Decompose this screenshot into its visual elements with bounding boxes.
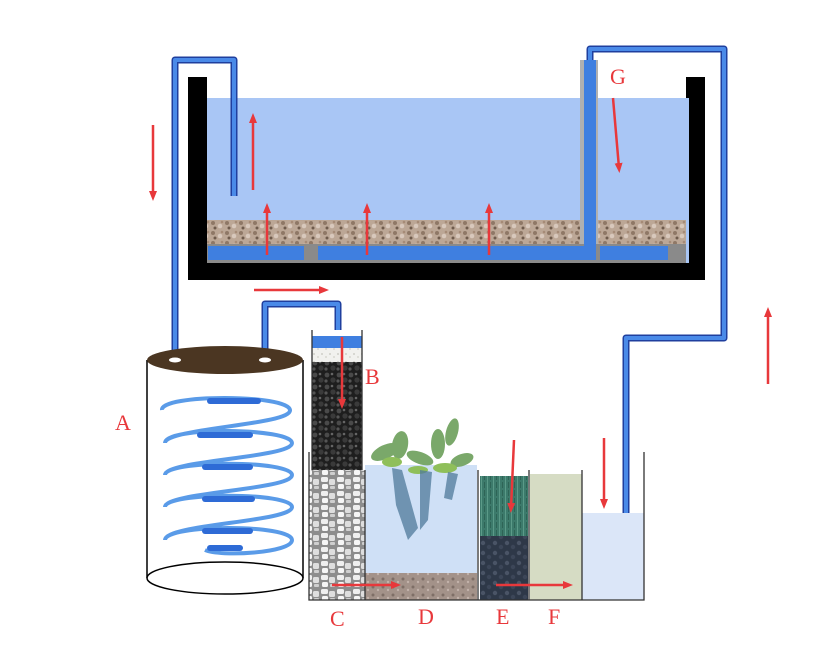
- cylinder-bottom: [146, 561, 304, 595]
- filter-sump-system: [308, 330, 645, 601]
- plant-icon: [371, 418, 474, 540]
- plant-bed-d-sediment: [365, 573, 477, 600]
- filter-b-sand: [312, 348, 362, 362]
- cylinder-body: [146, 360, 304, 578]
- filter-b-outline: [311, 330, 363, 470]
- label-f: F: [548, 604, 560, 629]
- filter-b-water: [312, 336, 362, 348]
- standpipe-g: [584, 60, 596, 260]
- filter-f-media: [530, 474, 582, 600]
- label-e: E: [496, 604, 509, 629]
- filter-box-outline: [308, 452, 645, 601]
- arrow-icon: [611, 97, 623, 173]
- pipes: [171, 45, 728, 556]
- label-a: A: [115, 410, 131, 435]
- drain-pipe-right: [600, 246, 668, 260]
- filter-e-green: [480, 476, 528, 536]
- label-c: C: [330, 606, 345, 631]
- cylinder-a: [146, 346, 304, 595]
- cylinder-soil-lid: [147, 346, 303, 374]
- label-b: B: [365, 364, 380, 389]
- arrow-icon: [507, 439, 516, 513]
- filter-b-charcoal: [312, 362, 362, 470]
- drain-pipe-left: [208, 246, 304, 260]
- filter-e-pebbles: [480, 536, 528, 600]
- tank-gravel-bed: [207, 220, 686, 244]
- main-tank: [188, 60, 705, 280]
- flow-arrows: [149, 97, 772, 589]
- sump-water: [582, 513, 644, 600]
- label-g: G: [610, 64, 626, 89]
- spiral-coil-icon: [160, 396, 295, 556]
- drain-pipe-middle: [318, 246, 588, 260]
- component-labels: A B C D E F G: [115, 64, 626, 631]
- filter-c-zeolite: [309, 470, 365, 600]
- label-d: D: [418, 604, 434, 629]
